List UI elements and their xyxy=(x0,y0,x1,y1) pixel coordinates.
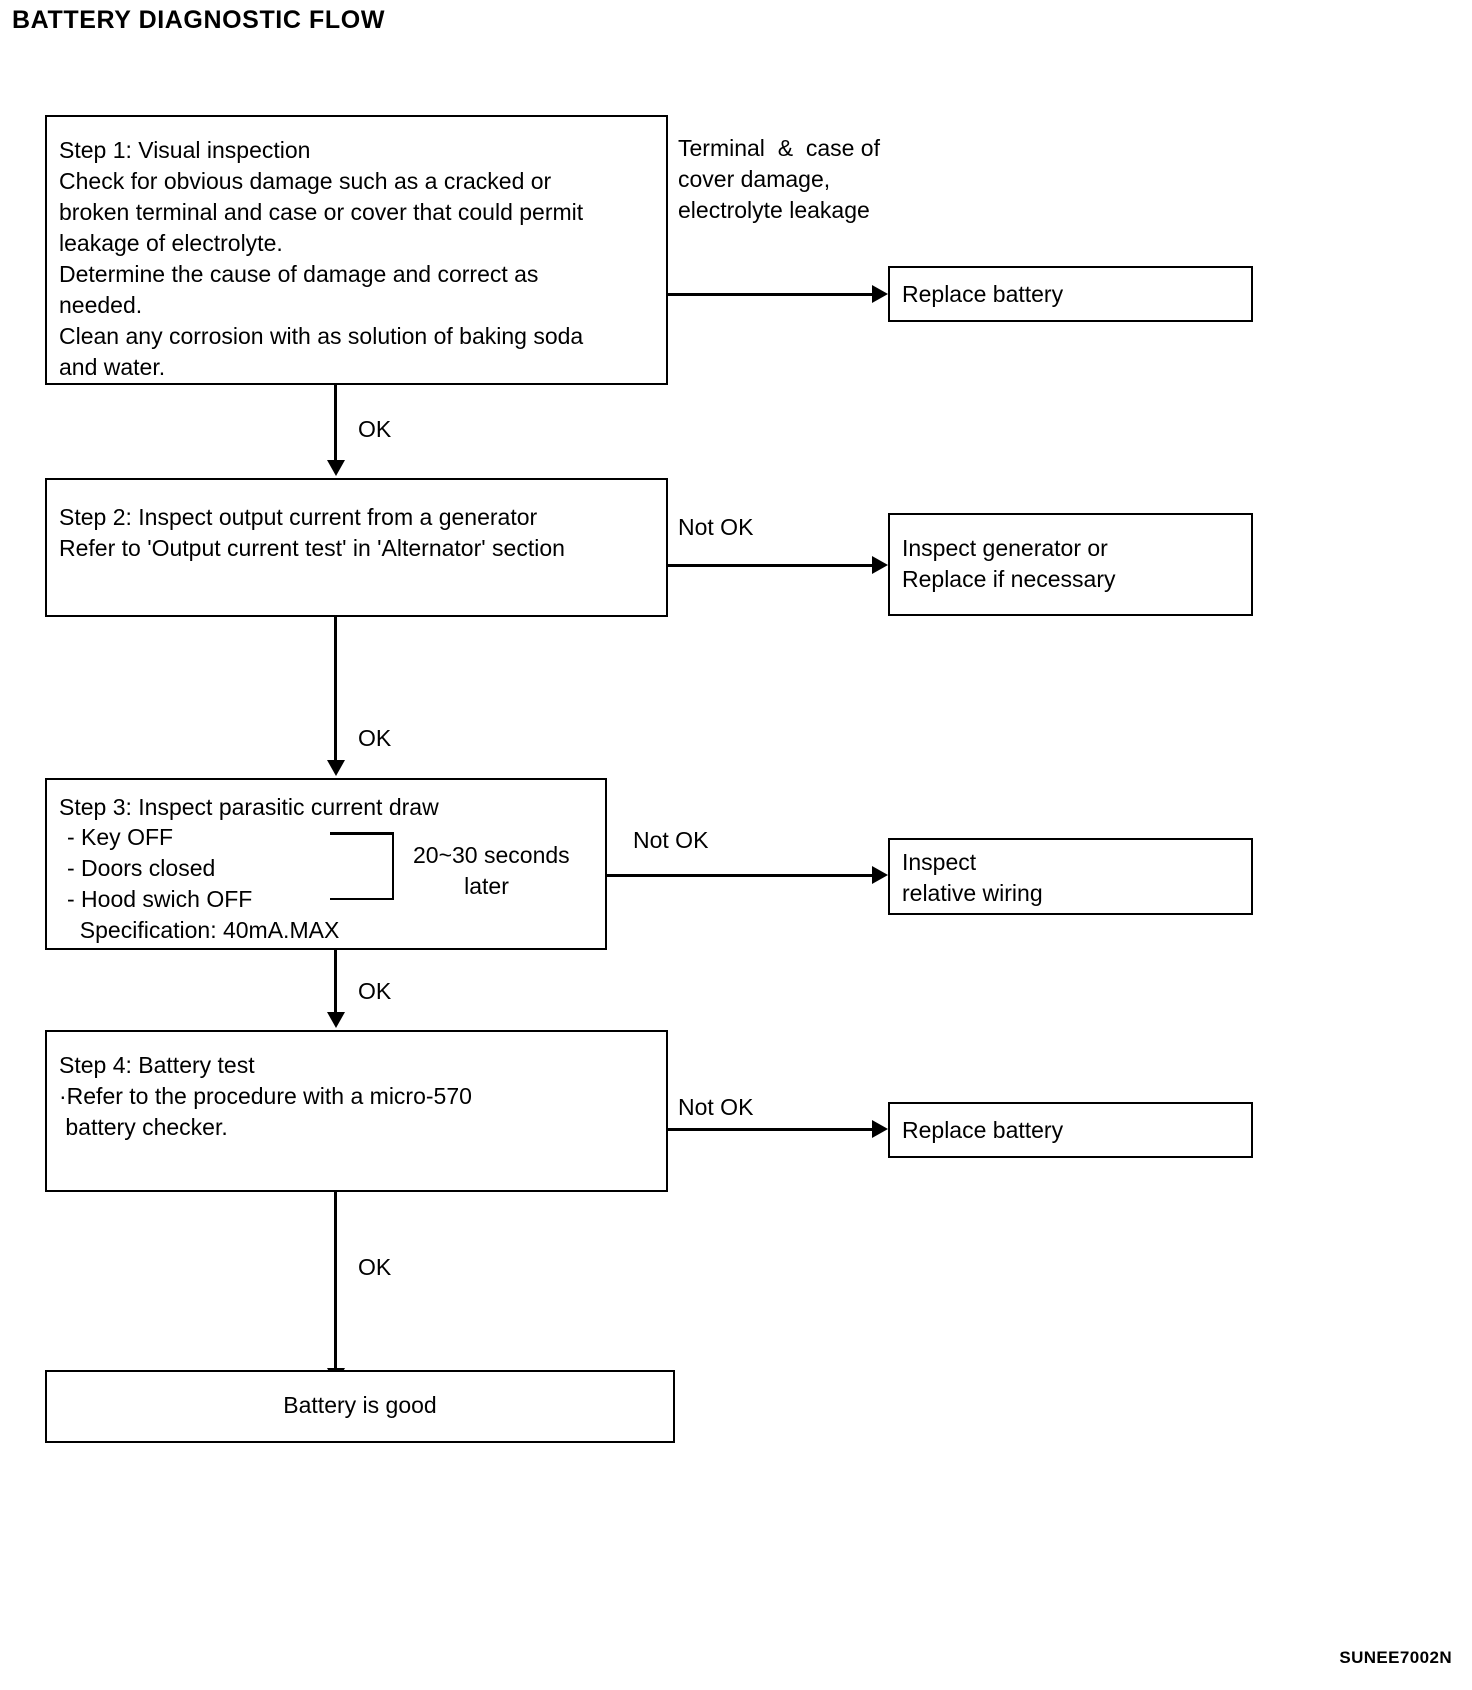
step2-branch-arrowhead xyxy=(872,556,888,574)
replace-battery-label-1: Replace battery xyxy=(902,281,1064,307)
step2-text: Step 2: Inspect output current from a ge… xyxy=(59,504,565,561)
step3-timing-label: 20~30 seconds later xyxy=(413,842,570,899)
ok-line-2 xyxy=(334,617,337,762)
step1-text: Step 1: Visual inspection Check for obvi… xyxy=(59,137,584,380)
inspect-generator-box: Inspect generator or Replace if necessar… xyxy=(888,513,1253,616)
step4-branch-line xyxy=(668,1128,874,1131)
step1-branch-line xyxy=(668,293,874,296)
ok-arrowhead-1 xyxy=(327,460,345,476)
ok-label-4: OK xyxy=(358,1254,392,1280)
footer-reference-code: SUNEE7002N xyxy=(1339,1648,1452,1667)
ok-line-1 xyxy=(334,385,337,462)
step3-timing-bracket xyxy=(330,832,394,900)
inspect-wiring-label: Inspect relative wiring xyxy=(902,849,1043,906)
ok-arrowhead-3 xyxy=(327,1012,345,1028)
replace-battery-box-1: Replace battery xyxy=(888,266,1253,322)
not-ok-label-4: Not OK xyxy=(678,1094,754,1120)
ok-label-3: OK xyxy=(358,978,392,1004)
step4-box: Step 4: Battery test ·Refer to the proce… xyxy=(45,1030,668,1192)
step1-condition-label: Terminal & case of cover damage, electro… xyxy=(678,135,880,223)
replace-battery-label-2: Replace battery xyxy=(902,1117,1064,1143)
page-title: BATTERY DIAGNOSTIC FLOW xyxy=(12,6,386,34)
not-ok-label-3: Not OK xyxy=(633,827,709,853)
step4-text: Step 4: Battery test ·Refer to the proce… xyxy=(59,1052,472,1140)
step3-branch-arrowhead xyxy=(872,866,888,884)
step3-bullet-hood-switch: - Hood swich OFF xyxy=(67,886,253,912)
step1-box: Step 1: Visual inspection Check for obvi… xyxy=(45,115,668,385)
step3-box: Step 3: Inspect parasitic current draw -… xyxy=(45,778,607,950)
inspect-generator-label: Inspect generator or Replace if necessar… xyxy=(902,535,1116,592)
step2-branch-line xyxy=(668,564,874,567)
not-ok-label-2: Not OK xyxy=(678,514,754,540)
step2-box: Step 2: Inspect output current from a ge… xyxy=(45,478,668,617)
ok-arrowhead-2 xyxy=(327,760,345,776)
inspect-wiring-box: Inspect relative wiring xyxy=(888,838,1253,915)
step4-branch-arrowhead xyxy=(872,1120,888,1138)
ok-label-2: OK xyxy=(358,725,392,751)
ok-label-1: OK xyxy=(358,416,392,442)
step3-heading: Step 3: Inspect parasitic current draw xyxy=(59,794,439,820)
step3-branch-line xyxy=(607,874,874,877)
step3-bullet-key-off: - Key OFF xyxy=(67,824,174,850)
battery-good-label: Battery is good xyxy=(283,1392,437,1418)
ok-line-3 xyxy=(334,950,337,1014)
step1-branch-arrowhead xyxy=(872,285,888,303)
step3-bullet-doors-closed: - Doors closed xyxy=(67,855,216,881)
battery-good-box: Battery is good xyxy=(45,1370,675,1443)
replace-battery-box-2: Replace battery xyxy=(888,1102,1253,1158)
ok-line-4 xyxy=(334,1192,337,1370)
step3-specification: Specification: 40mA.MAX xyxy=(67,917,340,943)
